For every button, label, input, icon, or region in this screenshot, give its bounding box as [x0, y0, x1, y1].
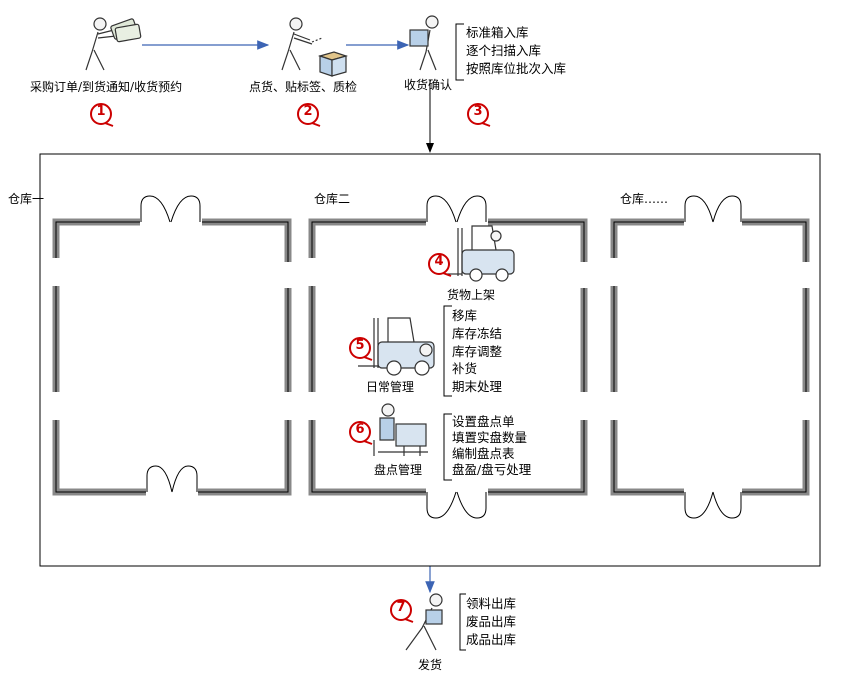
- stocktake-item: 设置盘点单: [452, 414, 515, 429]
- shipping-item: 成品出库: [466, 632, 517, 647]
- shelving-label: 货物上架: [447, 288, 496, 302]
- daily-item: 补货: [452, 361, 478, 376]
- warehouse-room-1: [50, 195, 294, 498]
- step-marker-1: 1: [89, 102, 114, 127]
- stocktake-item: 编制盘点表: [452, 446, 515, 461]
- step1-label: 采购订单/到货通知/收货预约: [30, 80, 183, 94]
- receipt-method-3: 按照库位批次入库: [466, 61, 567, 76]
- step-marker-2: 2: [296, 102, 321, 127]
- warehouse-1-title: 仓库一: [8, 192, 45, 206]
- warehouse-zone-frame: [39, 153, 821, 567]
- step-marker-5: 5: [348, 336, 373, 361]
- step-marker-4: 4: [427, 252, 452, 277]
- daily-item: 库存调整: [452, 344, 503, 359]
- shipper-person-icon: [405, 593, 443, 651]
- receipt-method-2: 逐个扫描入库: [466, 43, 542, 58]
- daily-item: 库存冻结: [452, 326, 503, 341]
- inspector-person-icon: [281, 17, 349, 77]
- warehouse-2-title: 仓库二: [314, 192, 351, 206]
- shipping-item: 领料出库: [466, 596, 517, 611]
- buyer-person-icon: [85, 17, 142, 71]
- daily-item: 移库: [452, 308, 478, 323]
- daily-forklift-icon: [358, 317, 435, 376]
- receiver-person-icon: [409, 15, 439, 71]
- stocktake-item: 填置实盘数量: [452, 430, 528, 445]
- stocktake-item: 盘盈/盘亏处理: [452, 462, 532, 477]
- step2-label: 点货、贴标签、质检: [249, 80, 358, 94]
- step-marker-7: 7: [389, 598, 414, 623]
- receipt-methods-bracket: [455, 23, 464, 81]
- warehouse-room-2: [306, 195, 590, 519]
- step-marker-6: 6: [348, 420, 373, 445]
- warehouse-3-title: 仓库……: [620, 192, 669, 206]
- receipt-method-1: 标准箱入库: [466, 25, 529, 40]
- shipping-label: 发货: [418, 658, 443, 672]
- step3-label: 收货确认: [404, 78, 453, 92]
- daily-items-bracket: [443, 305, 452, 397]
- step-marker-3: 3: [466, 102, 491, 127]
- stocktake-items-bracket: [443, 413, 452, 481]
- daily-mgmt-label: 日常管理: [366, 380, 415, 394]
- shipping-items-bracket: [459, 593, 466, 651]
- warehouse-room-3: [608, 195, 812, 519]
- shipping-item: 废品出库: [466, 614, 517, 629]
- stocktake-clerk-icon: [373, 403, 428, 456]
- shelving-forklift-icon: [446, 225, 515, 282]
- stocktake-mgmt-label: 盘点管理: [374, 463, 423, 477]
- daily-item: 期末处理: [452, 379, 503, 394]
